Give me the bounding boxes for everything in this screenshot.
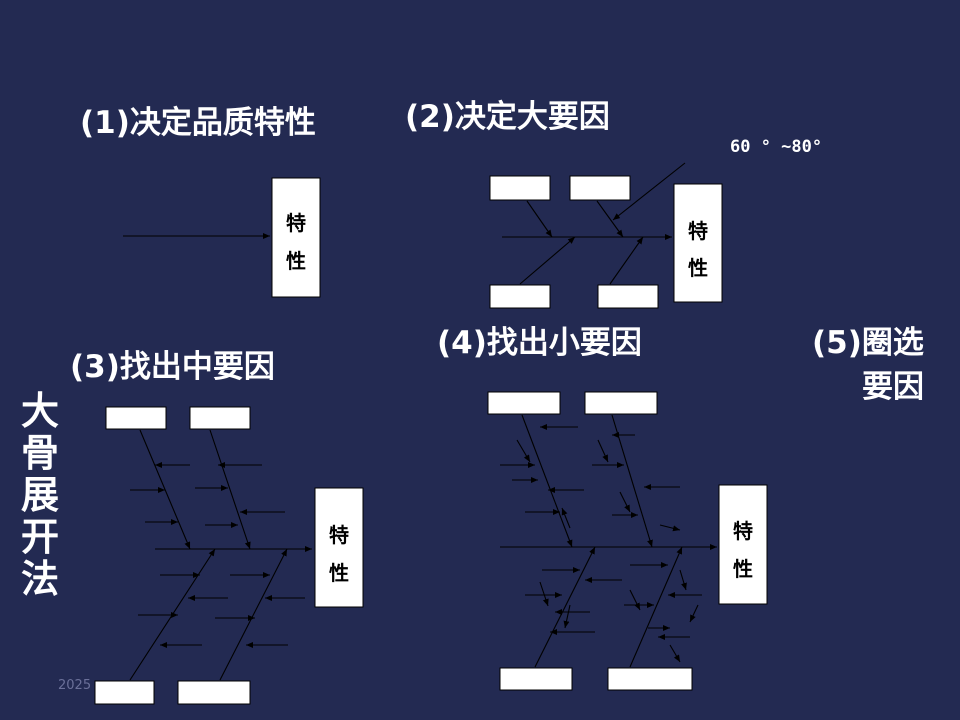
sub-bone-arrow [629, 589, 641, 611]
step3-title: (3)找出中要因 [70, 349, 275, 385]
step5-title-line1: (5)圈选 [812, 325, 924, 361]
bone-arrow [209, 429, 251, 550]
side-title: 大 骨 展 开 法 [18, 390, 62, 600]
effect-box [673, 183, 723, 303]
angle-pointer [612, 162, 686, 221]
bone-arrow [521, 414, 573, 548]
sub-bone-arrow [516, 439, 531, 463]
effect-label-char: 特 [733, 519, 753, 543]
cause-box [584, 391, 658, 415]
cause-box [499, 667, 573, 691]
bone-arrow [526, 200, 553, 238]
effect-label-char: 性 [286, 249, 306, 273]
sub-bone-arrow [669, 644, 681, 663]
step2-title: (2)决定大要因 [405, 99, 610, 135]
cause-box [105, 406, 167, 430]
cause-box [569, 175, 631, 201]
cause-box [487, 391, 561, 415]
side-title-char: 骨 [20, 431, 59, 475]
effect-label-char: 性 [733, 557, 753, 581]
cause-box [607, 667, 693, 691]
sub-bone-arrow [689, 604, 699, 623]
bone-arrow [629, 546, 683, 668]
cause-box [597, 284, 659, 309]
effect-label-char: 特 [286, 211, 306, 235]
fishbone-step2: 特 性 [489, 162, 723, 309]
angle-note: 60 ° ~80° [730, 137, 823, 157]
bone-arrow [609, 236, 644, 285]
bone-arrow [534, 546, 596, 668]
sub-bone-arrow [659, 524, 681, 532]
bone-arrow [519, 236, 576, 285]
step4-title: (4)找出小要因 [437, 325, 642, 361]
side-title-char: 法 [20, 557, 59, 601]
sub-bone-arrow [563, 604, 571, 629]
sub-bone-arrow [679, 569, 687, 591]
side-title-char: 展 [20, 473, 59, 517]
effect-label-char: 特 [688, 219, 708, 243]
effect-label-char: 性 [688, 256, 708, 280]
cause-box [189, 406, 251, 430]
step5-title-line2: 要因 [862, 369, 924, 405]
effect-label-char: 特 [329, 523, 349, 547]
sub-bone-arrow [539, 581, 549, 607]
fishbone-step4: 特 性 [487, 391, 768, 691]
sub-bone-arrow [561, 507, 571, 529]
footer-date: 2025 [58, 678, 92, 693]
effect-box [271, 177, 321, 298]
fishbone-step1: 特 性 [123, 177, 321, 298]
cause-box [489, 284, 551, 309]
cause-box [489, 175, 551, 201]
effect-box [718, 484, 768, 605]
bone-arrow [219, 548, 288, 681]
side-title-char: 大 [20, 389, 59, 433]
bone-arrow [596, 200, 624, 238]
sub-bone-arrow [597, 439, 609, 463]
fishbone-step3: 特 性 [94, 406, 364, 705]
side-title-char: 开 [20, 515, 59, 559]
effect-label-char: 性 [329, 561, 349, 585]
cause-box [94, 680, 155, 705]
effect-box [314, 487, 364, 608]
cause-box [177, 680, 251, 705]
sub-bone-arrow [619, 491, 631, 513]
step1-title: (1)决定品质特性 [80, 105, 316, 141]
